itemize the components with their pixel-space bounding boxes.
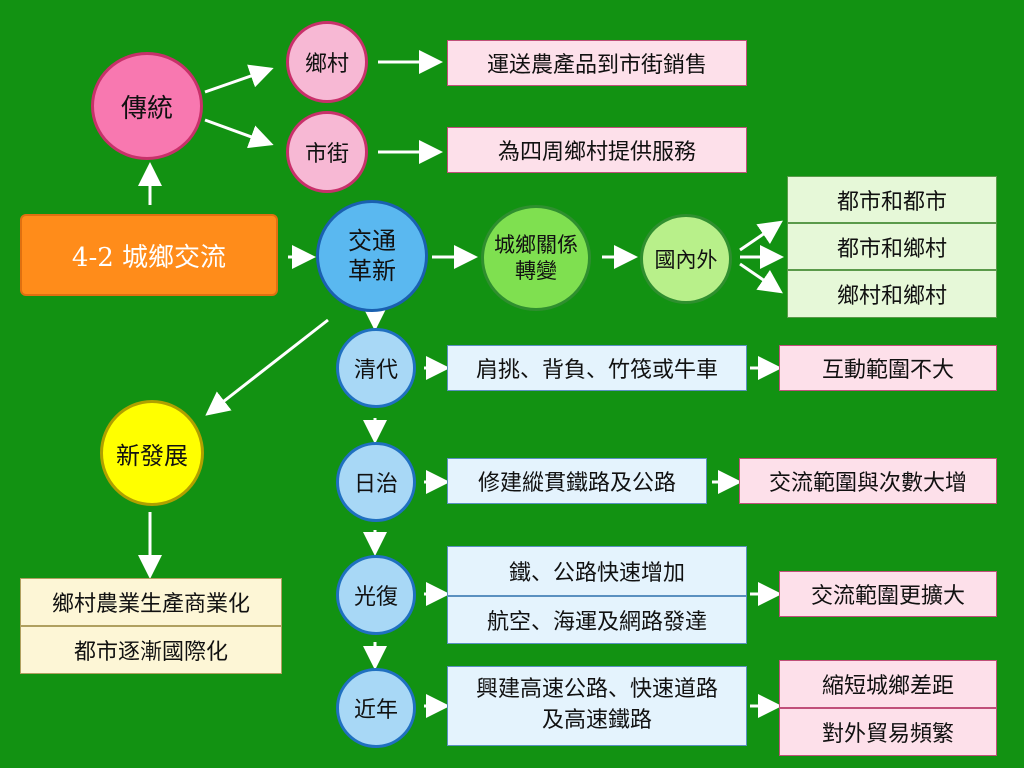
relation-text: 鄉村和鄉村 — [836, 284, 947, 309]
new-dev-text: 鄉村農業生產商業化 — [51, 592, 250, 617]
village-desc-box: 運送農產品到市街銷售 — [447, 40, 747, 86]
period-result-text: 交流範圍更擴大 — [810, 584, 965, 609]
arrow-to-town — [204, 118, 274, 149]
period-result-recent-0: 縮短城鄉差距 — [779, 660, 997, 708]
period-result-recent-1: 對外貿易頻繁 — [779, 708, 997, 756]
traditional-label: 傳統 — [120, 93, 173, 124]
period-means-recent: 興建高速公路、快速道路 及高速鐵路 — [447, 666, 747, 746]
village-label: 鄉村 — [304, 52, 349, 77]
period-label: 清代 — [353, 358, 398, 383]
innovation-node: 交通 革新 — [316, 200, 428, 312]
period-node-retrocession: 光復 — [336, 555, 416, 635]
period-means-qing: 肩挑、背負、竹筏或牛車 — [447, 345, 747, 391]
period-node-recent: 近年 — [336, 668, 416, 748]
period-means-text: 鐵、公路快速增加 — [508, 561, 685, 586]
period-means-text: 肩挑、背負、竹筏或牛車 — [475, 358, 718, 383]
arrow-to-village — [204, 64, 274, 94]
period-means-retrocession-0: 鐵、公路快速增加 — [447, 546, 747, 596]
page-title-text: 4-2 城鄉交流 — [71, 242, 227, 273]
period-means-retrocession-1: 航空、海運及網路發達 — [447, 596, 747, 644]
relation-box-2: 鄉村和鄉村 — [787, 270, 997, 318]
relation-text: 都市和都市 — [836, 189, 947, 215]
town-desc-box: 為四周鄉村提供服務 — [447, 127, 747, 173]
period-result-qing: 互動範圍不大 — [779, 345, 997, 391]
period-label: 光復 — [353, 585, 398, 610]
innovation-label: 交通 革新 — [348, 227, 396, 285]
relation-text: 都市和鄉村 — [836, 236, 947, 262]
traditional-node: 傳統 — [91, 52, 203, 160]
town-label: 市街 — [304, 142, 349, 167]
period-means-text: 興建高速公路、快速道路 及高速鐵路 — [475, 677, 718, 733]
period-label: 近年 — [353, 698, 398, 723]
period-result-text: 互動範圍不大 — [821, 358, 954, 383]
relation-change-label: 城鄉關係 轉變 — [494, 232, 578, 283]
period-means-text: 航空、海運及網路發達 — [486, 610, 707, 635]
period-label: 日治 — [353, 472, 398, 497]
new-dev-label: 新發展 — [116, 441, 188, 470]
new-dev-text: 都市逐漸國際化 — [73, 640, 228, 665]
period-result-text: 縮短城鄉差距 — [821, 674, 954, 699]
period-result-text: 交流範圍與次數大增 — [768, 471, 967, 496]
relation-box-0: 都市和都市 — [787, 176, 997, 223]
scope-node: 國內外 — [640, 214, 732, 304]
village-desc: 運送農產品到市街銷售 — [486, 53, 707, 78]
period-node-japanese: 日治 — [336, 442, 416, 522]
scope-label: 國內外 — [654, 248, 718, 272]
village-node: 鄉村 — [286, 21, 368, 103]
relation-change-node: 城鄉關係 轉變 — [481, 205, 591, 311]
period-node-qing: 清代 — [336, 328, 416, 408]
page-title: 4-2 城鄉交流 — [20, 214, 278, 296]
town-desc: 為四周鄉村提供服務 — [497, 140, 696, 165]
relation-box-1: 都市和鄉村 — [787, 223, 997, 270]
town-node: 市街 — [286, 111, 368, 193]
period-means-text: 修建縱貫鐵路及公路 — [477, 471, 676, 496]
new-dev-item-0: 鄉村農業生產商業化 — [20, 578, 282, 626]
new-dev-item-1: 都市逐漸國際化 — [20, 626, 282, 674]
period-result-retrocession: 交流範圍更擴大 — [779, 571, 997, 617]
period-result-japanese: 交流範圍與次數大增 — [739, 458, 997, 504]
new-dev-node: 新發展 — [100, 400, 204, 506]
period-result-text: 對外貿易頻繁 — [821, 722, 954, 747]
period-means-japanese: 修建縱貫鐵路及公路 — [447, 458, 707, 504]
